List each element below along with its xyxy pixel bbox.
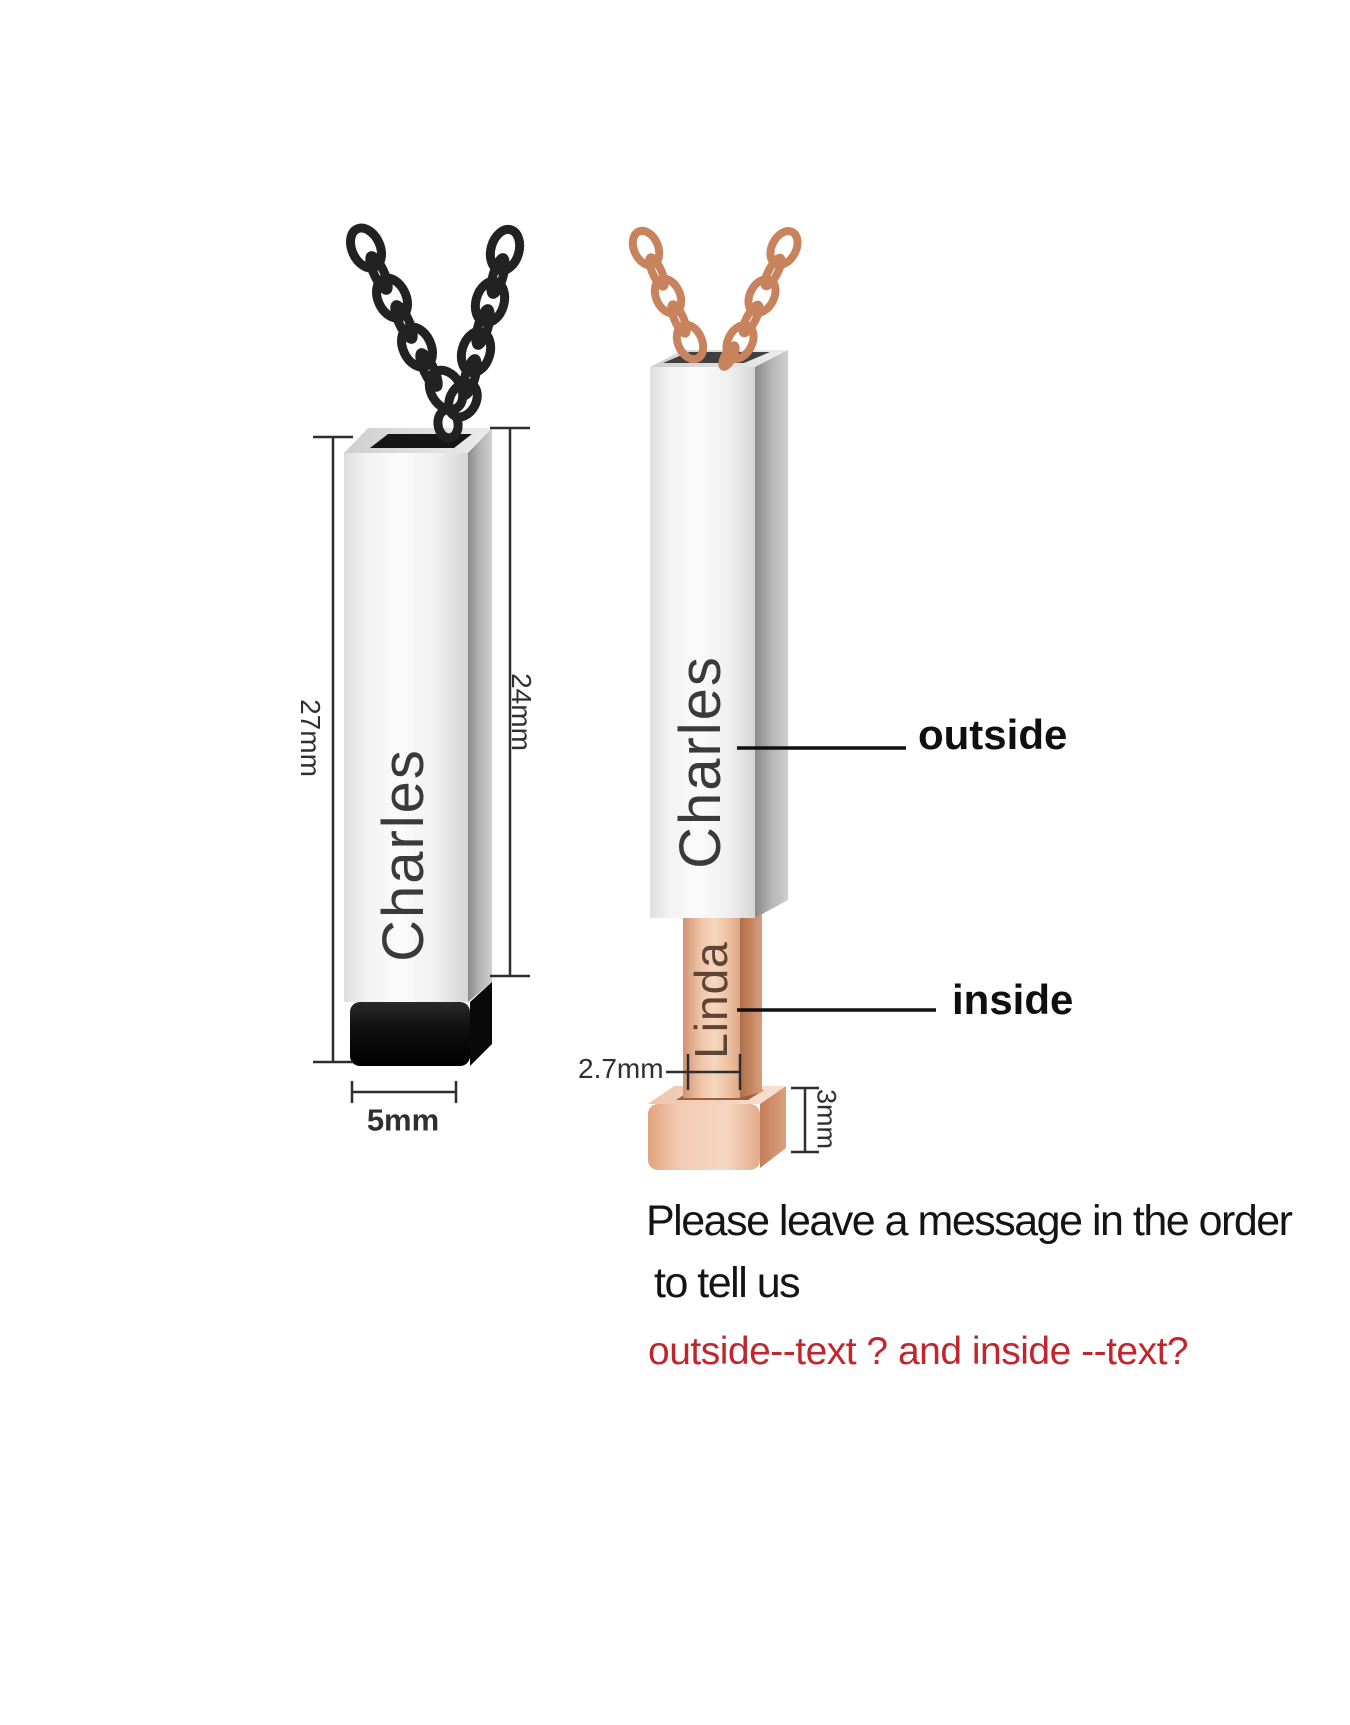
inner-bar-side-face: [740, 884, 762, 1098]
left-bar-front-face: [344, 453, 468, 1002]
rose-cap: [648, 1054, 786, 1170]
rose-cap-front-face: [648, 1104, 760, 1170]
outer-silver-tube: [650, 350, 788, 918]
dimension-line-24mm: [490, 426, 530, 978]
callout-leader-lines: [737, 746, 936, 1012]
left-bar-engraving: Charles: [371, 748, 436, 962]
tube-front-face: [650, 367, 755, 918]
dimension-label-3mm: 3mm: [811, 1089, 842, 1149]
left-black-cap: [350, 982, 492, 1066]
left-bar-side-face: [468, 428, 492, 1002]
left-pendant: [313, 223, 530, 1103]
dimension-label-24mm: 24mm: [506, 673, 537, 751]
black-chain-bail: [424, 365, 482, 443]
dimension-line-3mm: [791, 1086, 819, 1154]
outside-callout-label: outside: [918, 711, 1068, 758]
rose-cap-side-face: [760, 1086, 786, 1168]
tube-side-face: [755, 350, 788, 918]
outer-bar-engraving: Charles: [668, 655, 733, 869]
inner-bar-stub-side: [740, 1054, 762, 1098]
left-cap-front-face: [350, 1002, 470, 1066]
left-cap-side-face: [470, 982, 492, 1066]
inside-callout-label: inside: [952, 976, 1074, 1023]
black-chain: [346, 223, 525, 443]
dimension-label-5mm: 5mm: [366, 1102, 440, 1138]
rose-gold-chain: [628, 226, 802, 371]
customization-question: outside--text ? and inside --text?: [648, 1330, 1189, 1373]
dimension-label-27mm: 27mm: [295, 699, 326, 777]
right-pendant: [628, 226, 936, 1170]
dimension-line-2-7mm: [666, 1054, 742, 1090]
inner-bar-engraving: Linda: [685, 941, 737, 1059]
order-note-line1: Please leave a message in the order: [646, 1197, 1293, 1245]
dimension-line-5mm: [350, 1081, 458, 1103]
inner-bar-stub-front: [683, 1060, 740, 1098]
dimension-line-27mm: [313, 435, 353, 1064]
left-dimension-lines: [313, 426, 530, 1103]
left-bar: [344, 428, 492, 1002]
order-note-line2: to tell us: [654, 1259, 801, 1307]
dimension-label-2-7mm: 2.7mm: [578, 1053, 664, 1084]
right-dimension-lines: [666, 1054, 819, 1154]
